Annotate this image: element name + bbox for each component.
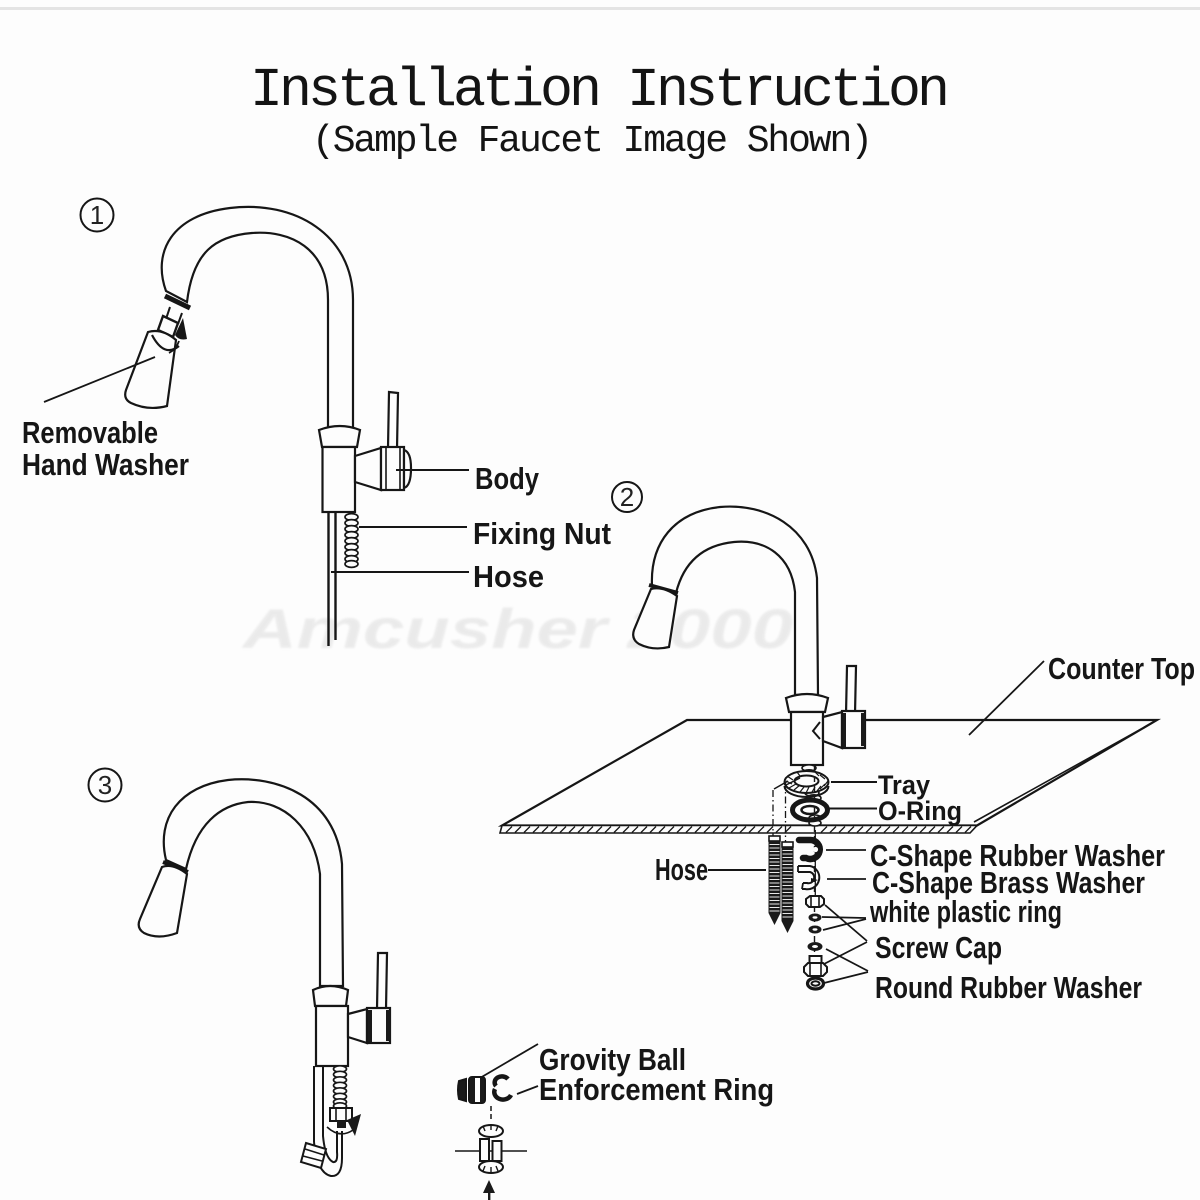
svg-text:Enforcement Ring: Enforcement Ring bbox=[539, 1072, 774, 1107]
svg-text:Screw Cap: Screw Cap bbox=[875, 930, 1002, 965]
svg-text:Installation Instruction: Installation Instruction bbox=[250, 59, 950, 122]
svg-text:Grovity Ball: Grovity Ball bbox=[539, 1042, 686, 1077]
svg-text:O-Ring: O-Ring bbox=[878, 796, 962, 826]
svg-text:Hose: Hose bbox=[473, 559, 544, 594]
svg-text:white plastic ring: white plastic ring bbox=[869, 894, 1062, 929]
svg-text:Counter Top: Counter Top bbox=[1048, 651, 1195, 686]
svg-text:Amcusher 2000: Amcusher 2000 bbox=[240, 597, 793, 660]
svg-text:Body: Body bbox=[475, 461, 540, 496]
svg-text:Fixing Nut: Fixing Nut bbox=[473, 516, 611, 551]
svg-text:C-Shape Brass Washer: C-Shape Brass Washer bbox=[872, 865, 1145, 900]
svg-text:Hose: Hose bbox=[655, 852, 708, 887]
svg-text:Hand Washer: Hand Washer bbox=[22, 447, 189, 482]
svg-text:Round Rubber Washer: Round Rubber Washer bbox=[875, 970, 1142, 1005]
svg-text:Tray: Tray bbox=[878, 770, 930, 800]
svg-text:Removable: Removable bbox=[22, 415, 158, 450]
svg-text:2: 2 bbox=[620, 482, 634, 512]
svg-text:(Sample Faucet Image Shown): (Sample Faucet Image Shown) bbox=[312, 120, 873, 163]
svg-text:C-Shape Rubber Washer: C-Shape Rubber Washer bbox=[870, 838, 1165, 873]
svg-text:1: 1 bbox=[90, 200, 104, 230]
svg-text:3: 3 bbox=[98, 770, 112, 800]
